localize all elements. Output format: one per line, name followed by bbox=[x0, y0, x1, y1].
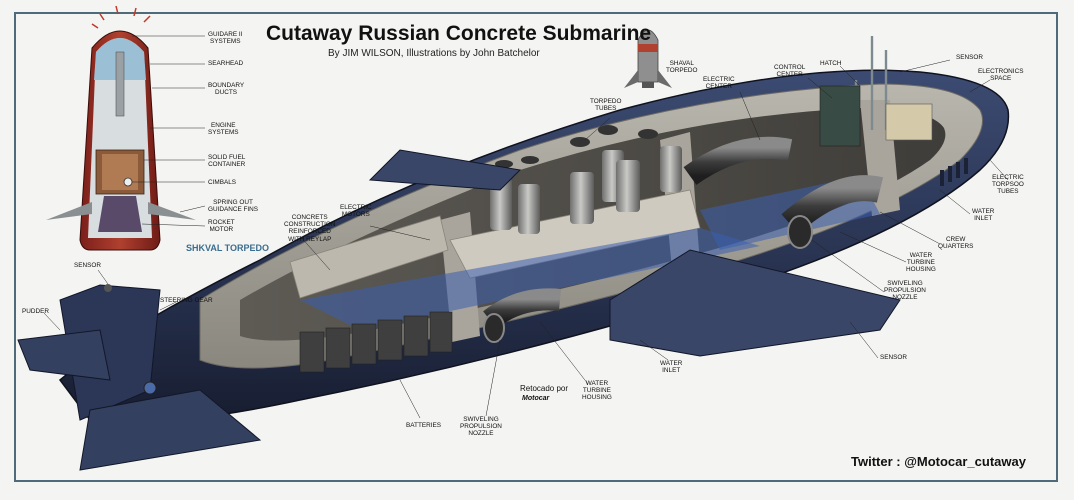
label-sensor-left: SENSOR bbox=[74, 262, 101, 269]
label-torpedo-tubes: TORPEDO TUBES bbox=[590, 98, 622, 113]
label-swiveling-nozzle-bottom: SWIVELING PROPULSION NOZZLE bbox=[460, 416, 502, 438]
page-title: Cutaway Russian Concrete Submarine bbox=[266, 22, 652, 45]
label-guidance-systems: GUIDARE II SYSTEMS bbox=[208, 31, 243, 46]
label-shaval-torpedo: SHAVAL TORPEDO bbox=[666, 60, 698, 75]
label-rudder: PUDDER bbox=[22, 308, 49, 315]
shkval-torpedo-inset bbox=[46, 5, 206, 251]
retouched-by-text: Retocado por bbox=[520, 384, 569, 393]
byline: By JIM WILSON, Illustrations by John Bat… bbox=[328, 48, 540, 59]
label-concrete-construction: CONCRETS CONSTRUCTION REINFORCED WITH RE… bbox=[284, 214, 336, 243]
label-crew-quarters: CREW QUARTERS bbox=[938, 236, 974, 251]
label-engine-systems: ENGINE SYSTEMS bbox=[208, 122, 239, 137]
label-solid-fuel-container: SOLID FUEL CONTAINER bbox=[208, 154, 246, 169]
submarine-cutaway bbox=[17, 36, 1010, 471]
label-electric-torpedo-tubes: ELECTRIC TORPSOO TUBES bbox=[992, 174, 1024, 196]
label-rocket-motor: ROCKET MOTOR bbox=[208, 219, 235, 234]
label-electric-center: ELECTRIC CENTER bbox=[703, 76, 735, 91]
label-gimbals: CIMBALS bbox=[208, 179, 237, 186]
label-water-turbine-housing-right: WATER TURBINE HOUSING bbox=[906, 252, 936, 274]
label-guidance-fins: SPRING OUT GUIDANCE FINS bbox=[208, 199, 259, 214]
label-control-center: CONTROL CENTER bbox=[774, 64, 806, 79]
label-water-inlet-right: WATER INLET bbox=[972, 208, 995, 223]
label-seeker-head: SEARHEAD bbox=[208, 60, 244, 67]
label-swiveling-nozzle-right: SWIVELING PROPULSION NOZZLE bbox=[884, 280, 926, 302]
torpedo-inset-title: SHKVAL TORPEDO bbox=[186, 243, 270, 253]
label-water-inlet-bottom: WATER INLET bbox=[660, 360, 683, 375]
poster-border bbox=[14, 12, 1058, 482]
label-sensor-top: SENSOR bbox=[956, 54, 983, 61]
torpedo-canisters bbox=[490, 125, 682, 234]
shaval-torpedo-icon bbox=[624, 29, 672, 88]
label-boundary-ducts: BOUNDARY DUCTS bbox=[208, 82, 245, 97]
retoucher-logo: Motocar bbox=[522, 395, 550, 402]
label-hatch: HATCH bbox=[820, 60, 842, 67]
label-electronics-space: ELECTRONICS SPACE bbox=[978, 68, 1024, 83]
label-water-turbine-housing-bottom: WATER TURBINE HOUSING bbox=[582, 380, 612, 402]
label-electric-motors: ELECTRIC MOTORS bbox=[340, 204, 372, 219]
label-batteries: BATTERIES bbox=[406, 422, 442, 429]
twitter-handle: Twitter : @Motocar_cutaway bbox=[851, 454, 1026, 469]
label-steering-gear: STEERING GEAR bbox=[160, 297, 213, 304]
label-sensor-bottom: SENSOR bbox=[880, 354, 907, 361]
